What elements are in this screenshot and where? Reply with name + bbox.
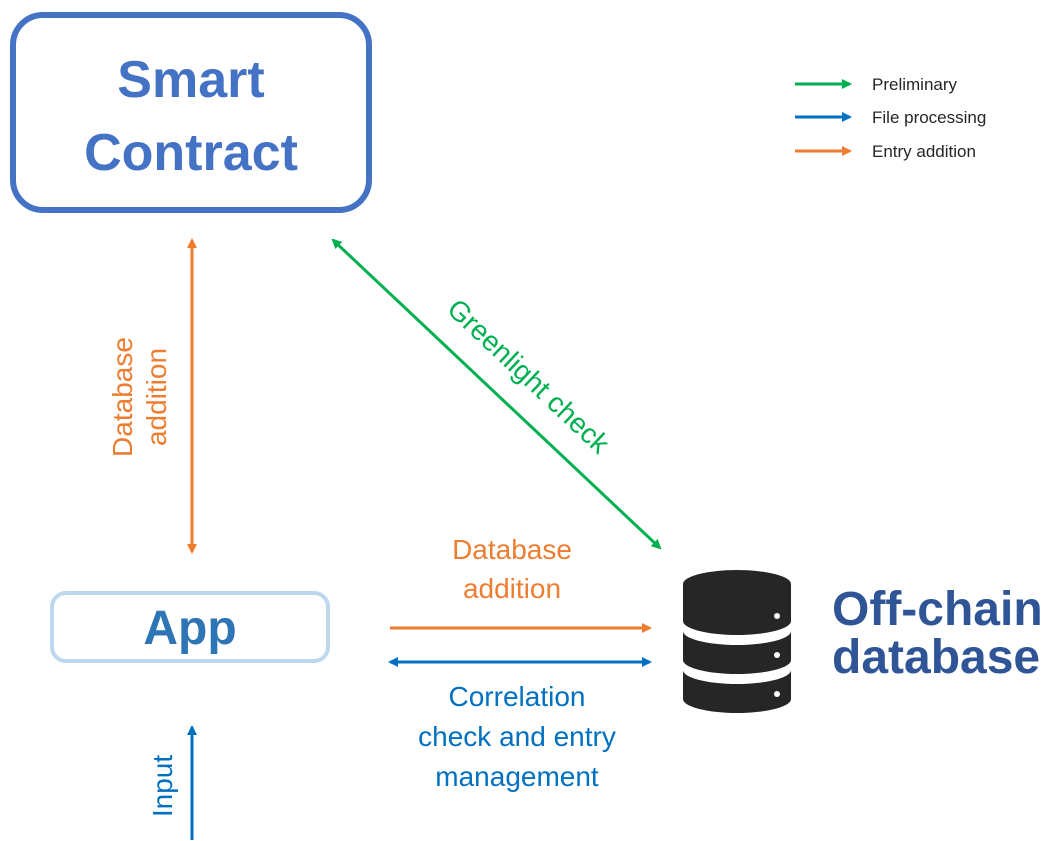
label-database-addition-horizontal-line2: addition (463, 573, 561, 604)
label-database-addition-vertical-line1: Database (107, 337, 138, 457)
edge-input: Input (147, 725, 197, 840)
edge-greenlight: Greenlight check (331, 238, 662, 550)
legend-label-file-processing: File processing (872, 108, 986, 127)
label-correlation-line1: Correlation (449, 681, 586, 712)
smart-contract-label-line2: Contract (84, 124, 298, 182)
smart-contract-node: Smart Contract (10, 12, 372, 213)
label-correlation-line2: check and entry (418, 721, 616, 752)
label-greenlight-check: Greenlight check (441, 293, 616, 460)
legend-item-file-processing: File processing (795, 108, 986, 127)
database-label-line2: database (832, 631, 1040, 684)
arrow-greenlight (331, 238, 662, 550)
smart-contract-box (10, 12, 372, 213)
edge-smart-contract-app: Database addition (107, 238, 197, 554)
label-database-addition-horizontal-line1: Database (452, 534, 572, 565)
app-node: App (50, 591, 330, 663)
database-node: Off-chain database (683, 570, 1043, 713)
edge-app-db-file: Correlation check and entry management (388, 657, 652, 792)
label-database-addition-vertical-line2: addition (141, 348, 172, 446)
database-label-line1: Off-chain (832, 583, 1043, 636)
legend-label-preliminary: Preliminary (872, 75, 958, 94)
legend: Preliminary File processing Entry additi… (795, 75, 986, 161)
app-label: App (143, 602, 236, 655)
label-input: Input (147, 755, 178, 817)
legend-item-preliminary: Preliminary (795, 75, 958, 94)
legend-label-entry-addition: Entry addition (872, 142, 976, 161)
edge-app-db-entry: Database addition (390, 534, 652, 633)
smart-contract-label-line1: Smart (117, 51, 264, 109)
database-icon (683, 570, 791, 713)
legend-item-entry-addition: Entry addition (795, 142, 976, 161)
app-box (50, 591, 330, 663)
label-correlation-line3: management (435, 761, 599, 792)
